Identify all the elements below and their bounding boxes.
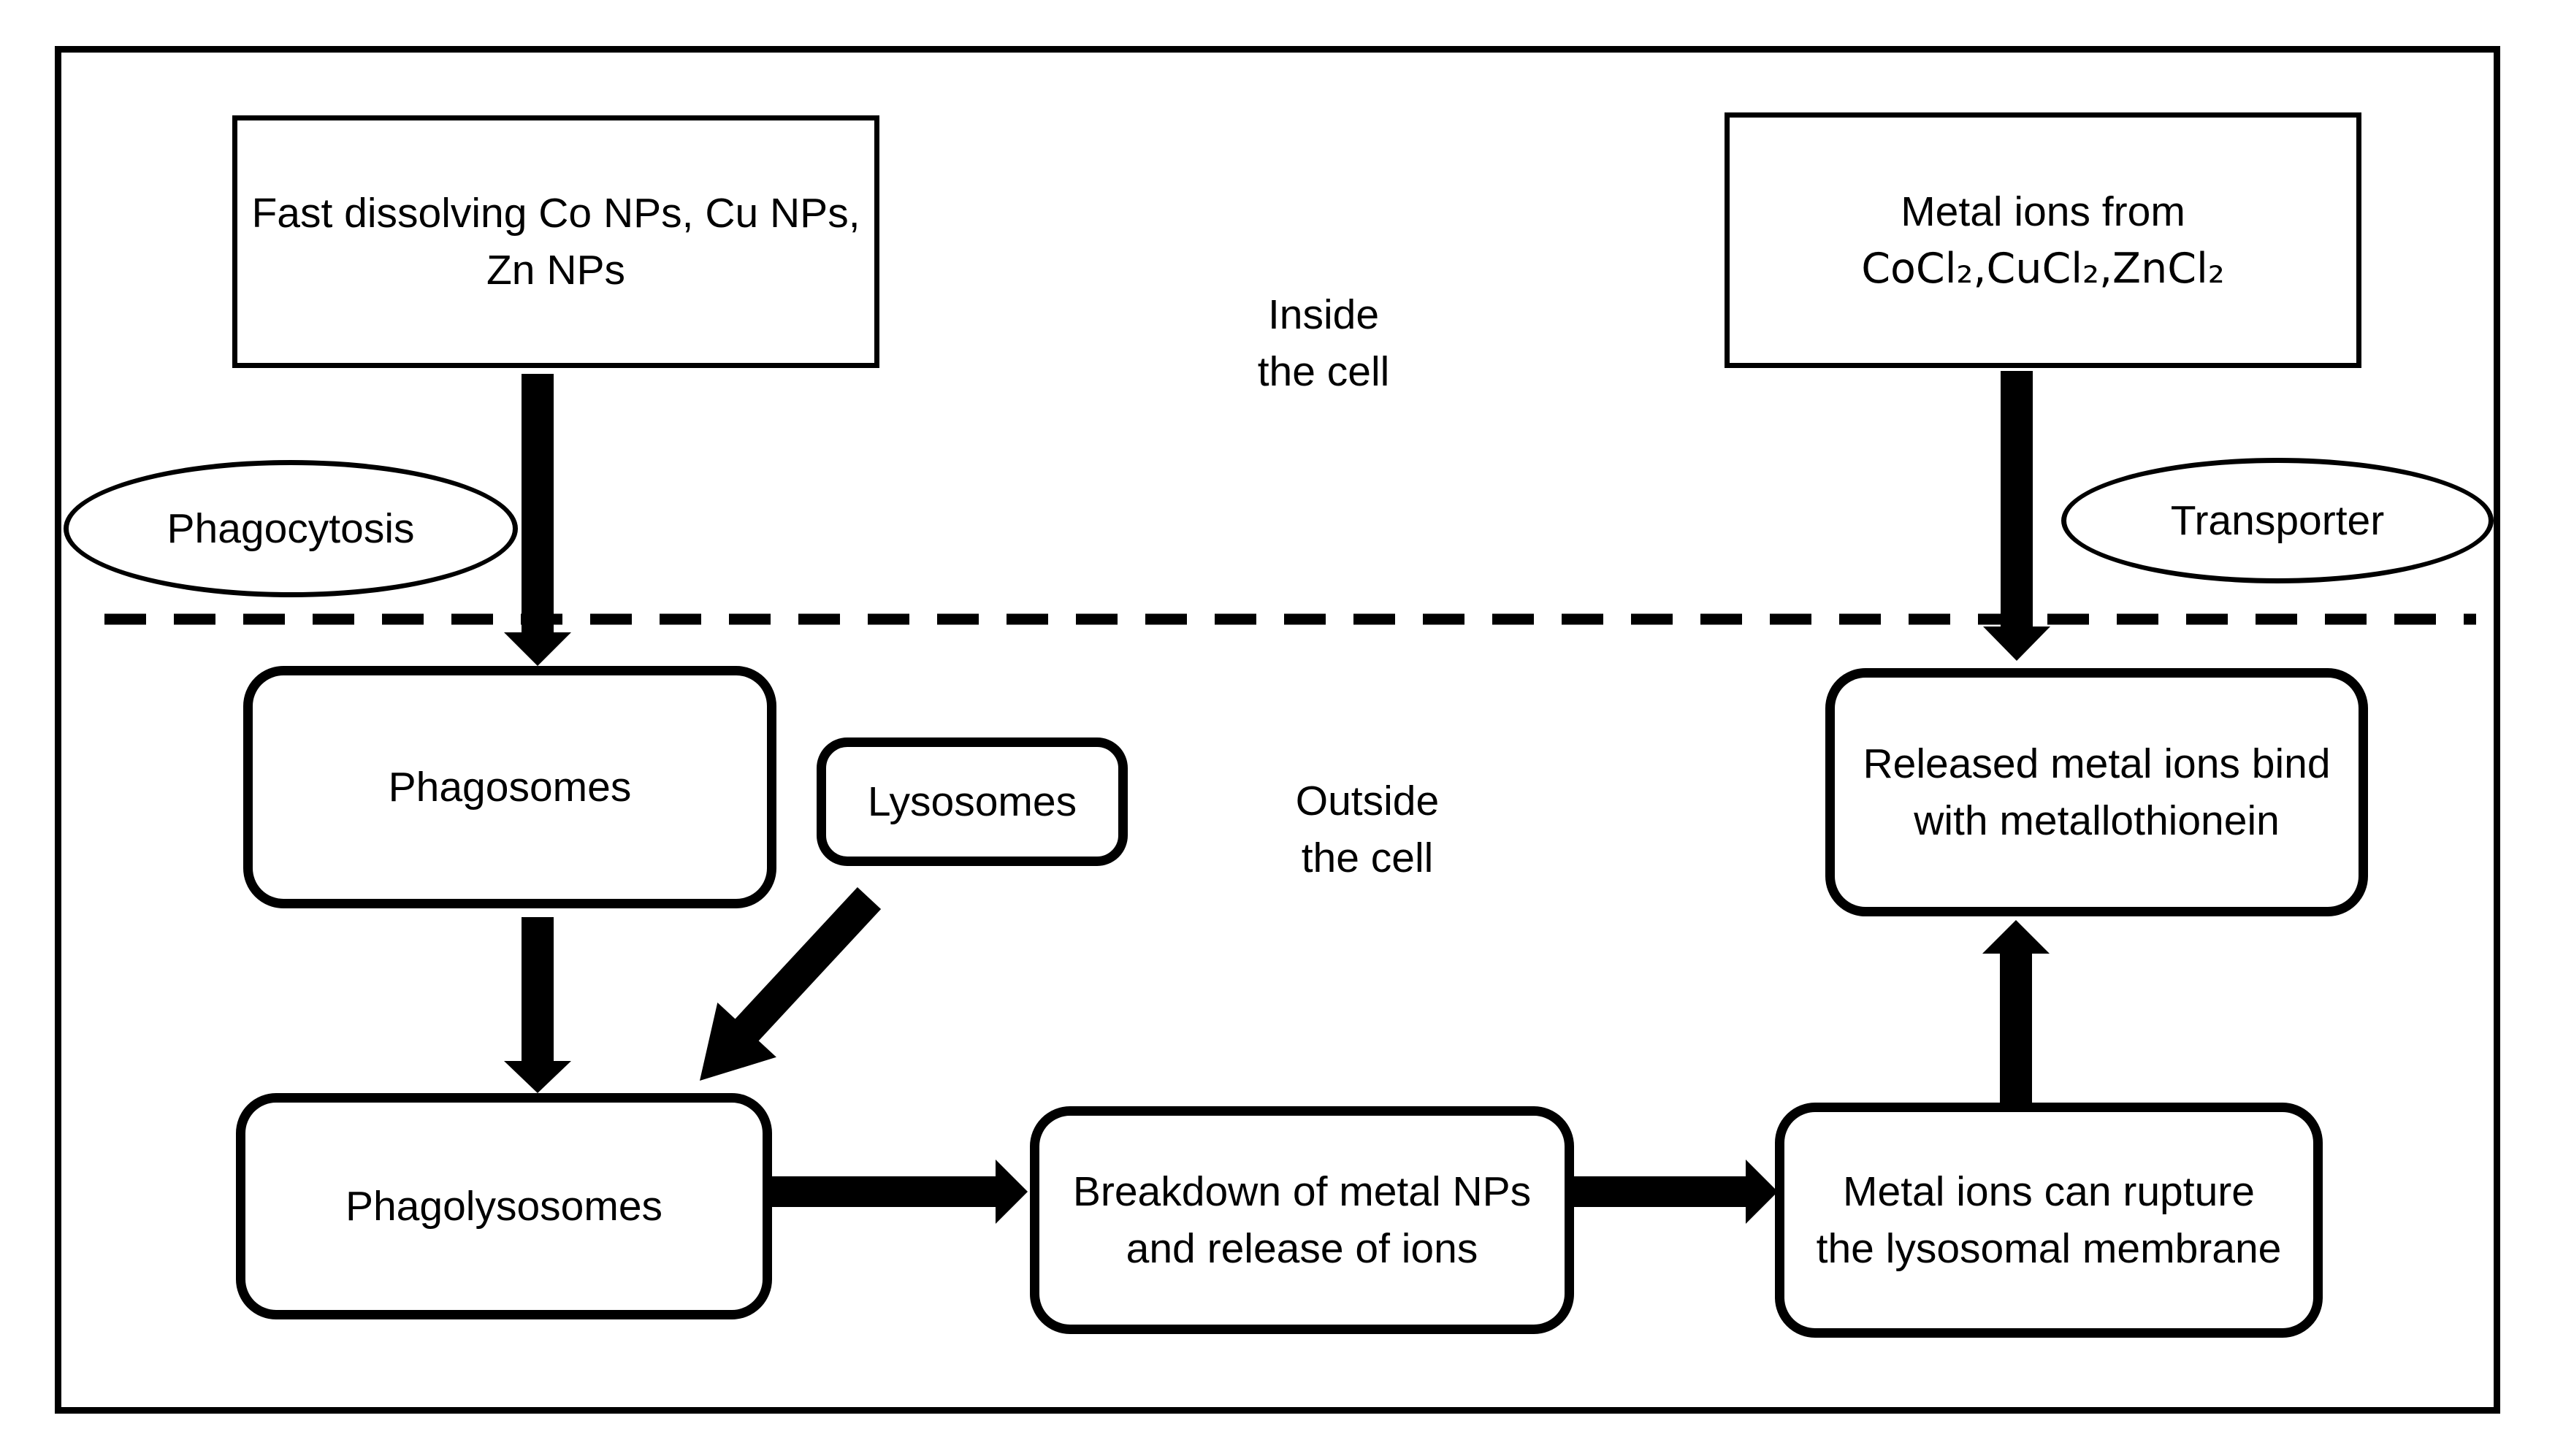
- node-fast-dissolving-nps: Fast dissolving Co NPs, Cu NPs, Zn NPs: [232, 115, 879, 368]
- label-outside-line1: Outside: [1295, 778, 1440, 824]
- label-inside-line1: Inside: [1267, 291, 1380, 338]
- label-outside-the-cell: Outside the cell: [1207, 773, 1528, 886]
- node-phagolysosomes-label: Phagolysosomes: [345, 1183, 663, 1230]
- node-breakdown-line1: Breakdown of metal NPs: [1072, 1168, 1532, 1215]
- node-lysosomes-label: Lysosomes: [867, 778, 1077, 825]
- node-metal-ions-from-salts: Metal ions from CoCl₂,CuCl₂,ZnCl₂: [1725, 112, 2361, 368]
- node-fast-dissolving-nps-line2: Zn NPs: [486, 247, 626, 294]
- label-inside-the-cell: Inside the cell: [1163, 286, 1484, 400]
- node-phagosomes: Phagosomes: [243, 666, 776, 908]
- node-phagosomes-label: Phagosomes: [388, 764, 632, 811]
- node-phagolysosomes: Phagolysosomes: [236, 1093, 772, 1319]
- node-phagocytosis-ellipse: Phagocytosis: [64, 460, 518, 597]
- node-metal-ions-from-salts-line1: Metal ions from: [1901, 188, 2185, 235]
- node-phagocytosis-label: Phagocytosis: [167, 505, 415, 552]
- node-released-metal-ions-line2: with metallothionein: [1914, 797, 2280, 844]
- node-lysosomes: Lysosomes: [817, 737, 1128, 866]
- node-rupture-line1: Metal ions can rupture: [1843, 1168, 2255, 1215]
- node-transporter-label: Transporter: [2170, 497, 2385, 544]
- node-released-metal-ions-line1: Released metal ions bind: [1863, 740, 2331, 787]
- node-metal-ions-rupture-membrane: Metal ions can rupture the lysosomal mem…: [1775, 1103, 2323, 1338]
- node-released-metal-ions: Released metal ions bind with metallothi…: [1825, 668, 2368, 916]
- node-fast-dissolving-nps-line1: Fast dissolving Co NPs, Cu NPs,: [251, 190, 860, 237]
- node-breakdown-line2: and release of ions: [1126, 1225, 1478, 1272]
- node-transporter-ellipse: Transporter: [2061, 458, 2494, 583]
- node-metal-ions-from-salts-line2: CoCl₂,CuCl₂,ZnCl₂: [1861, 245, 2225, 293]
- label-inside-line2: the cell: [1257, 348, 1390, 395]
- node-breakdown-of-metal-nps: Breakdown of metal NPs and release of io…: [1030, 1106, 1574, 1334]
- label-outside-line2: the cell: [1301, 835, 1434, 881]
- node-rupture-line2: the lysosomal membrane: [1816, 1225, 2282, 1272]
